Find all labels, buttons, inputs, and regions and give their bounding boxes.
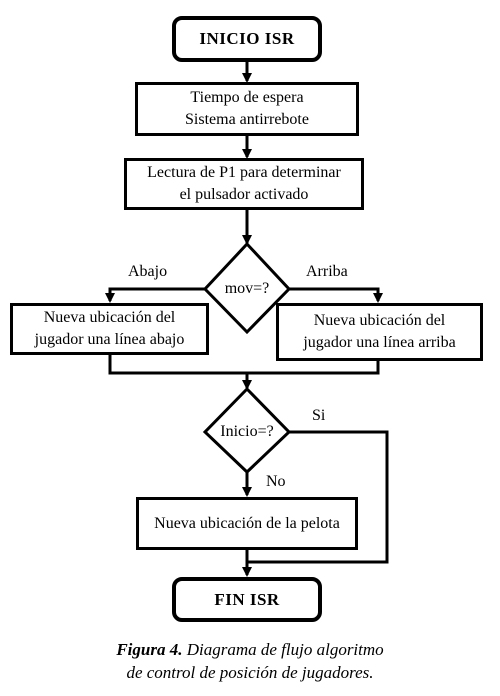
move-down-process-label: Nueva ubicación del jugador una línea ab… — [34, 309, 185, 348]
ball-process: Nueva ubicación de la pelota — [136, 497, 358, 550]
edge-label-abajo: Abajo — [128, 263, 168, 280]
move-up-process: Nueva ubicación del jugador una línea ar… — [276, 303, 483, 361]
decision-mov-diamond — [202, 241, 292, 335]
edge-label-si: Si — [312, 407, 326, 424]
start-terminal-label: INICIO ISR — [199, 29, 295, 48]
decision-mov-label: mov=? — [224, 280, 270, 297]
read-p1-process: Lectura de P1 para determinar el pulsado… — [124, 158, 364, 210]
figure-caption: Figura 4. Diagrama de flujo algoritmo de… — [0, 638, 500, 684]
arrow-mov-to-down — [105, 287, 205, 303]
figure-caption-text: Diagrama de flujo algoritmo de control d… — [126, 640, 384, 682]
arrow-mov-to-up — [289, 287, 383, 303]
edge-label-arriba: Arriba — [306, 263, 348, 280]
end-terminal: FIN ISR — [172, 577, 322, 622]
move-down-process: Nueva ubicación del jugador una línea ab… — [10, 303, 209, 355]
debounce-process: Tiempo de espera Sistema antirrebote — [135, 82, 359, 136]
read-p1-process-label: Lectura de P1 para determinar el pulsado… — [147, 164, 341, 203]
debounce-process-label: Tiempo de espera Sistema antirrebote — [185, 89, 309, 128]
merge-line — [108, 355, 380, 375]
ball-process-label: Nueva ubicación de la pelota — [154, 514, 340, 532]
arrow-inicio-yes-to-end — [247, 430, 389, 564]
start-terminal: INICIO ISR — [172, 16, 322, 62]
decision-inicio-diamond — [202, 386, 292, 475]
end-terminal-label: FIN ISR — [214, 589, 280, 609]
edge-label-no: No — [266, 473, 286, 490]
move-up-process-label: Nueva ubicación del jugador una línea ar… — [303, 312, 456, 351]
decision-inicio-label: Inicio=? — [220, 423, 274, 440]
figure-caption-prefix: Figura 4. — [116, 640, 183, 659]
